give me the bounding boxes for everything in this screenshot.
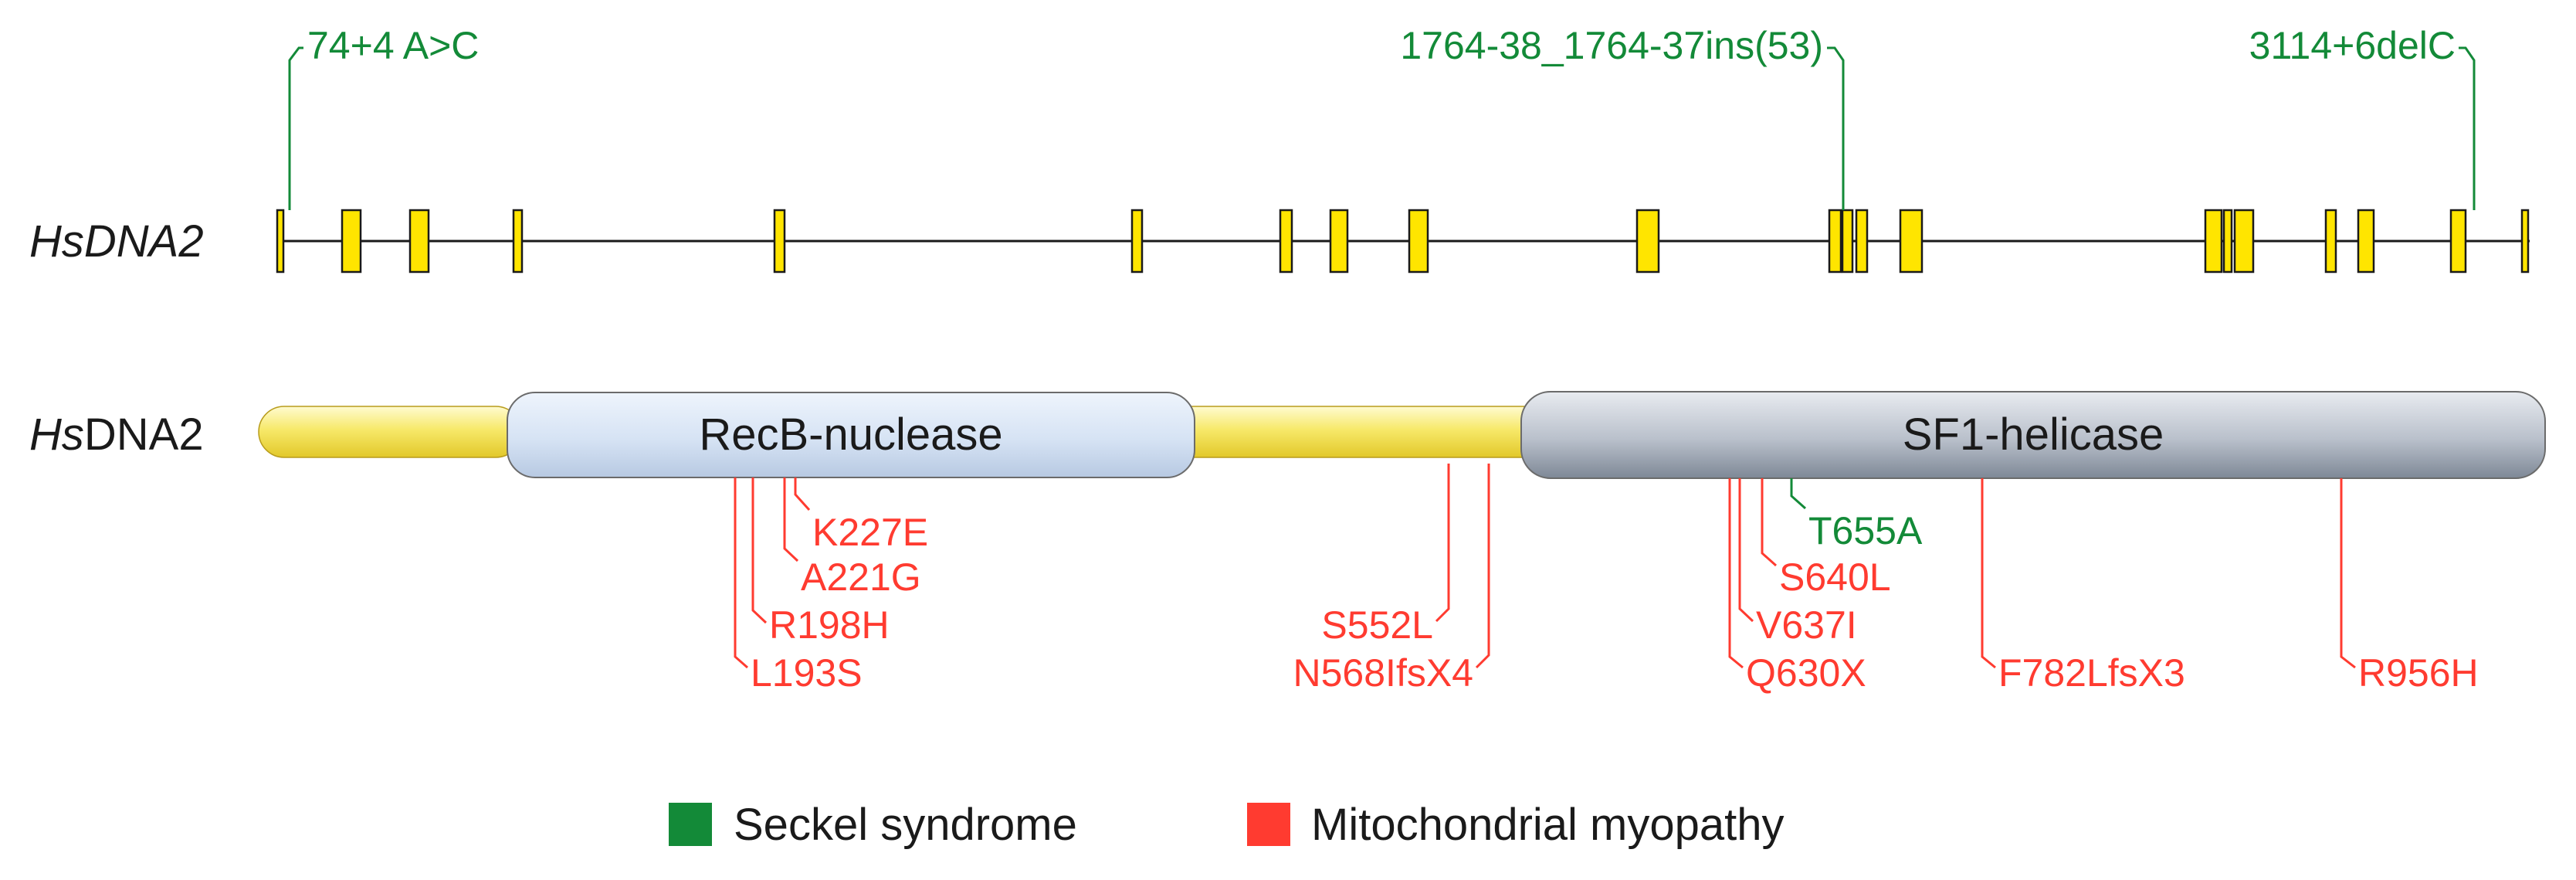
exon-10 xyxy=(1635,209,1660,274)
gene-mutation-leader-3 xyxy=(2459,46,2476,210)
leader-s552l xyxy=(1435,464,1450,623)
exon-6 xyxy=(1130,209,1144,274)
mutation-label-s552l: S552L xyxy=(1321,603,1433,647)
gene-label: HsDNA2 xyxy=(29,216,204,267)
exon-11 xyxy=(1828,209,1842,274)
leader-a221g xyxy=(783,477,799,562)
exon-19 xyxy=(2357,209,2375,274)
exon-16 xyxy=(2222,209,2233,274)
exon-3 xyxy=(408,209,430,274)
sf1-helicase-domain xyxy=(1520,391,2546,479)
leader-s640l xyxy=(1761,478,1777,567)
legend-label-seckel: Seckel syndrome xyxy=(734,800,1077,850)
leader-k227e xyxy=(794,477,811,511)
exon-9 xyxy=(1408,209,1429,274)
exon-8 xyxy=(1329,209,1349,274)
exon-5 xyxy=(773,209,786,274)
leader-t655a xyxy=(1790,478,1806,510)
exon-2 xyxy=(341,209,362,274)
protein-label: HsDNA2 xyxy=(29,409,204,460)
recb-nuclease-label: RecB-nuclease xyxy=(699,409,1002,460)
gene-mutation-label-1: 74+4 A>C xyxy=(307,24,479,67)
gene-mutation-leader-1 xyxy=(288,46,303,210)
leader-l193s xyxy=(734,477,748,669)
exon-20 xyxy=(2449,209,2467,274)
mutation-label-n568ifsx4: N568IfsX4 xyxy=(1293,651,1473,695)
exon-15 xyxy=(2204,209,2223,274)
mutation-label-r198h: R198H xyxy=(769,603,890,647)
linker-middle xyxy=(1158,406,1545,458)
leader-f782lfsx3 xyxy=(1981,478,1996,669)
legend-label-myopathy: Mitochondrial myopathy xyxy=(1311,800,1785,850)
gene-track: HsDNA2 xyxy=(29,209,2530,274)
protein-track: HsDNA2 RecB-nuclease SF1-helicase xyxy=(29,391,2546,479)
mutation-label-v637i: V637I xyxy=(1756,603,1857,647)
exon-12 xyxy=(1841,209,1854,274)
mutation-label-f782lfsx3: F782LfsX3 xyxy=(1998,651,2185,695)
exon-21 xyxy=(2520,209,2530,274)
recb-nuclease-domain xyxy=(507,392,1195,478)
mutation-label-a221g: A221G xyxy=(801,556,921,599)
leader-v637i xyxy=(1738,478,1754,623)
exon-7 xyxy=(1279,209,1293,274)
mutation-label-t655a: T655A xyxy=(1808,509,1923,552)
sf1-helicase-label: SF1-helicase xyxy=(1903,409,2164,460)
exon-17 xyxy=(2233,209,2255,274)
leader-r198h xyxy=(751,477,768,624)
linker-n-terminal xyxy=(258,406,522,458)
exon-18 xyxy=(2324,209,2337,274)
gene-mutation-leader-2 xyxy=(1827,46,1845,210)
exon-1 xyxy=(276,209,285,274)
legend-swatch-seckel xyxy=(669,803,712,846)
leader-r956h xyxy=(2340,478,2356,669)
leader-q630x xyxy=(1728,478,1744,669)
exon-4 xyxy=(512,209,524,274)
protein-mutation-labels: K227E A221G R198H L193S S552L N568IfsX4 … xyxy=(751,509,2479,695)
mutation-label-r956h: R956H xyxy=(2358,651,2479,695)
gene-mutation-label-2: 1764-38_1764-37ins(53) xyxy=(1400,24,1823,67)
mutation-label-s640l: S640L xyxy=(1779,556,1891,599)
mutation-label-k227e: K227E xyxy=(812,511,928,554)
gene-mutation-label-3: 3114+6delC xyxy=(2249,24,2456,67)
mutation-label-q630x: Q630X xyxy=(1746,651,1866,695)
leader-n568ifsx4 xyxy=(1475,464,1490,669)
gene-mutations xyxy=(288,46,2476,210)
exon-13 xyxy=(1855,209,1869,274)
exon-14 xyxy=(1899,209,1924,274)
protein-mutation-leaders xyxy=(734,464,2356,669)
legend-swatch-myopathy xyxy=(1247,803,1290,846)
mutation-label-l193s: L193S xyxy=(751,651,863,695)
exon-boxes xyxy=(276,209,2530,274)
gene-mutation-labels: 74+4 A>C 1764-38_1764-37ins(53) 3114+6de… xyxy=(307,24,2456,67)
legend: Seckel syndrome Mitochondrial myopathy xyxy=(669,800,1785,850)
